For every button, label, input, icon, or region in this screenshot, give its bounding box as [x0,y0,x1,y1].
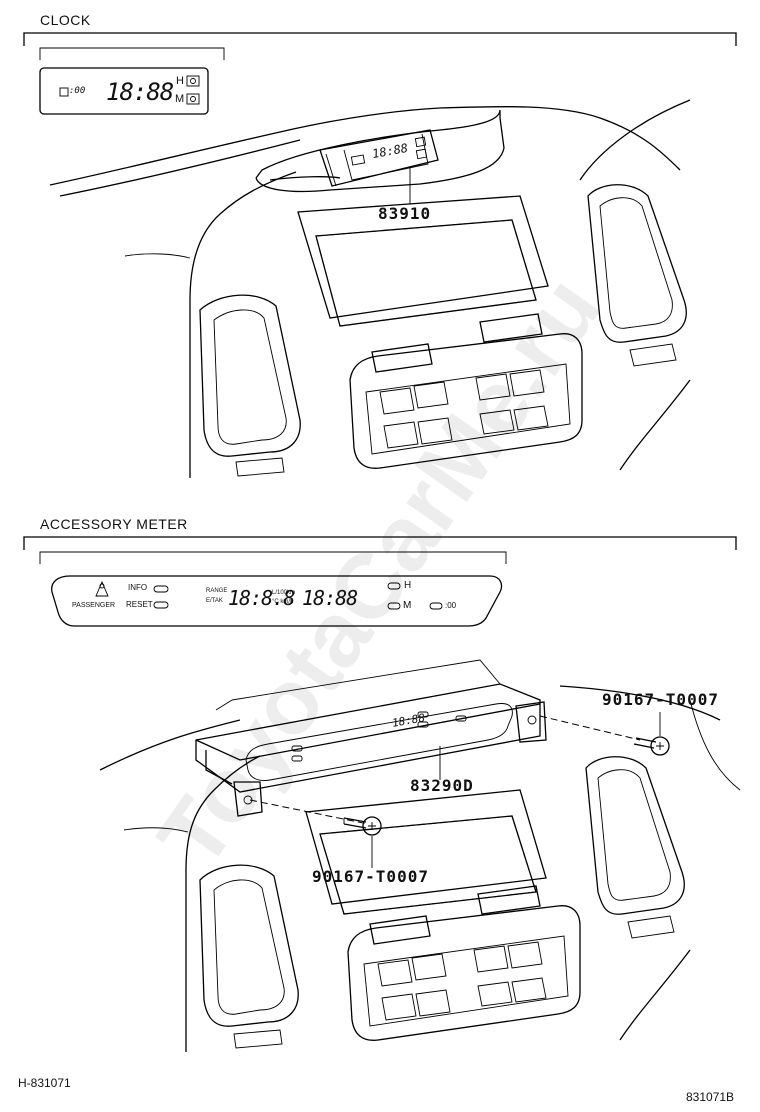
footer-left-code: H-831071 [18,1076,71,1090]
clock-section-frame [23,32,737,60]
dashboard-lower [99,659,741,1052]
meter-lcd-time: 18:88 [302,586,358,610]
meter-lcd-main: 18:8.8 [228,586,295,610]
clock-m-label: M [175,93,185,105]
accessory-meter-section-frame [23,536,737,564]
meter-small-time: :00 [445,601,457,610]
clock-lcd-small: :00 [69,86,86,96]
screw-left-part-number: 90167-T0007 [312,867,429,886]
meter-reset-label: RESET [126,600,153,609]
meter-range-label: RANGE [206,588,228,594]
clock-lcd-time: 18:88 [106,78,174,106]
meter-m-label: M [403,600,412,611]
clock-part-number: 83910 [378,204,432,223]
clock-display-callout [39,67,209,115]
meter-h-label: H [404,580,412,591]
meter-etank-label: E/TAK [206,598,223,604]
meter-info-label: INFO [128,583,148,592]
meter-part-number: 83290D [410,776,474,795]
clock-h-label: H [176,75,184,87]
meter-passenger-label: PASSENGER [72,602,116,609]
meter-unit-top: L/100km [272,590,296,596]
meter-unit-bottom: °C km/h [272,599,294,605]
screw-right-part-number: 90167-T0007 [602,690,719,709]
clock-section-title: CLOCK [40,12,91,28]
screw-right-drawing [633,712,670,756]
footer-right-code: 831071B [686,1090,735,1104]
accessory-meter-display-callout [51,575,503,627]
accessory-meter-section-title: ACCESSORY METER [40,516,188,532]
dashboard-upper [49,99,691,478]
screw-left-drawing [343,816,382,868]
